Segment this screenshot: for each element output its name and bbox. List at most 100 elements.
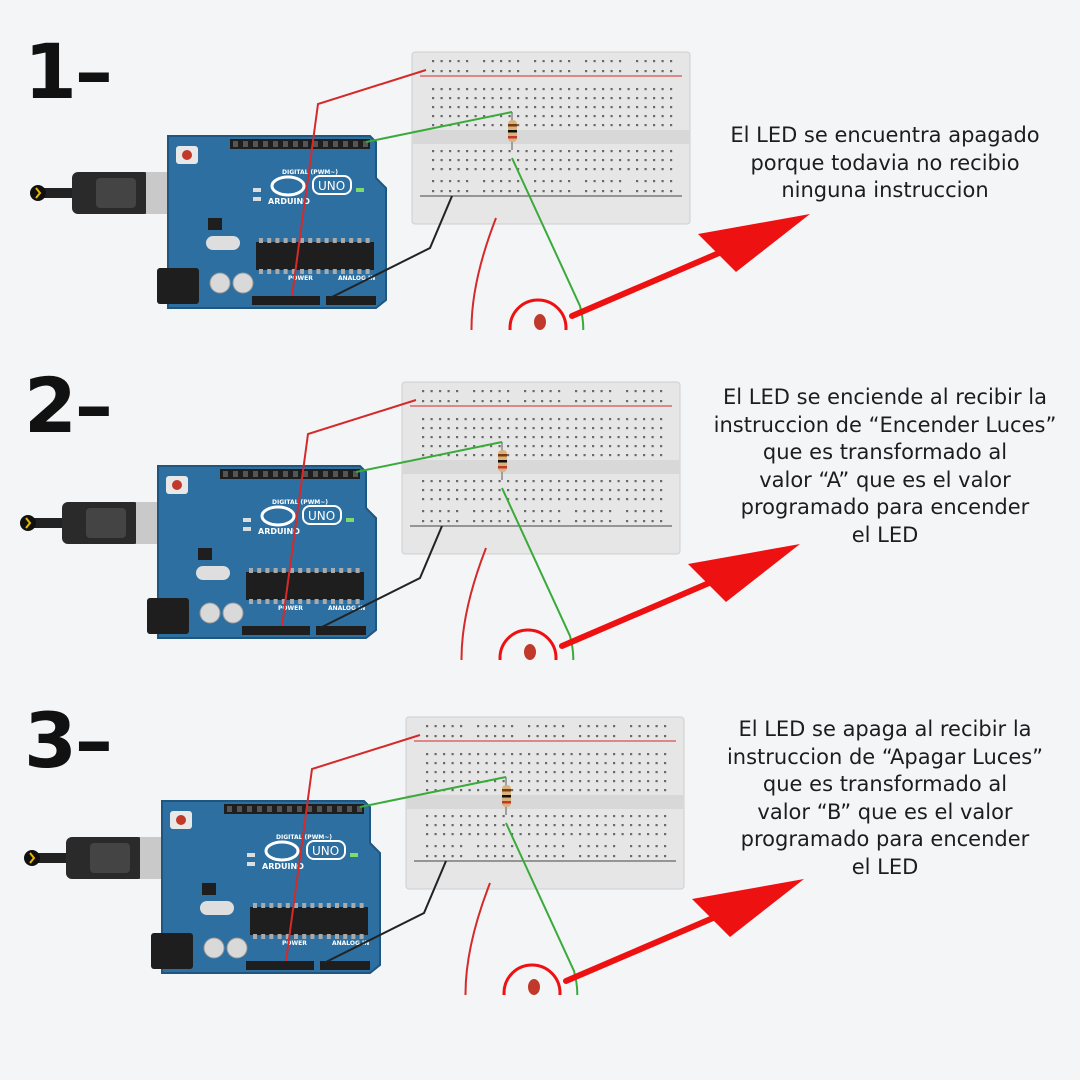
- hole: [447, 480, 450, 483]
- hole: [562, 725, 565, 728]
- hole: [660, 520, 663, 523]
- hole: [592, 390, 595, 393]
- hole: [541, 427, 544, 430]
- hole: [644, 106, 647, 109]
- hole: [602, 168, 605, 171]
- hole: [626, 400, 629, 403]
- hole: [439, 418, 442, 421]
- regulator: [202, 883, 216, 895]
- hole: [534, 60, 537, 63]
- hole: [585, 180, 588, 183]
- hole: [630, 753, 633, 756]
- hole: [576, 115, 579, 118]
- hole: [661, 88, 664, 91]
- hole: [575, 480, 578, 483]
- hole: [644, 88, 647, 91]
- resistor-band: [498, 460, 507, 463]
- hole: [636, 150, 639, 153]
- pointer-arrow: [563, 912, 723, 984]
- hole: [664, 753, 667, 756]
- chip-pin: [357, 238, 362, 243]
- hole: [585, 168, 588, 171]
- hole: [430, 510, 433, 513]
- hole: [570, 780, 573, 783]
- hole: [570, 753, 573, 756]
- hole: [549, 427, 552, 430]
- hole: [621, 815, 624, 818]
- hole: [610, 97, 613, 100]
- header-pin: [253, 141, 258, 147]
- hole: [653, 190, 656, 193]
- on-led: [350, 853, 358, 857]
- hole: [545, 753, 548, 756]
- uno-label: UNO: [318, 179, 345, 193]
- hole: [536, 725, 539, 728]
- header-pin: [347, 806, 352, 812]
- hole: [587, 789, 590, 792]
- hole: [524, 480, 527, 483]
- hole: [440, 190, 443, 193]
- hole: [551, 180, 554, 183]
- hole: [483, 70, 486, 73]
- header-pin: [283, 141, 288, 147]
- hole: [551, 70, 554, 73]
- led: [528, 979, 540, 995]
- hole: [517, 60, 520, 63]
- hole: [579, 780, 582, 783]
- hole: [630, 789, 633, 792]
- hole: [474, 168, 477, 171]
- chip-pin: [310, 903, 315, 908]
- hole: [449, 150, 452, 153]
- arduino-brand: ARDUINO: [262, 862, 304, 871]
- hole: [464, 418, 467, 421]
- hole: [549, 480, 552, 483]
- hole: [508, 97, 511, 100]
- hole: [626, 418, 629, 421]
- hole: [609, 454, 612, 457]
- hole: [630, 855, 633, 858]
- chip-pin: [349, 269, 354, 274]
- hole: [644, 168, 647, 171]
- hole: [525, 115, 528, 118]
- hole: [604, 855, 607, 858]
- hole: [525, 150, 528, 153]
- hole: [534, 159, 537, 162]
- hole: [651, 480, 654, 483]
- hole: [511, 855, 514, 858]
- hole: [439, 480, 442, 483]
- hole: [566, 427, 569, 430]
- hole: [647, 753, 650, 756]
- hole: [457, 150, 460, 153]
- black-wire: [319, 525, 443, 629]
- usb-connector-grip: [90, 843, 130, 873]
- chip-pin: [308, 238, 313, 243]
- hole: [627, 124, 630, 127]
- hole: [553, 789, 556, 792]
- hole: [643, 436, 646, 439]
- hole: [515, 427, 518, 430]
- hole: [638, 753, 641, 756]
- hole: [491, 88, 494, 91]
- hole: [647, 725, 650, 728]
- hole: [507, 480, 510, 483]
- header-pin: [353, 471, 358, 477]
- hole: [534, 70, 537, 73]
- hole: [447, 390, 450, 393]
- on-led: [346, 518, 354, 522]
- hole: [468, 824, 471, 827]
- hole: [443, 780, 446, 783]
- hole: [434, 780, 437, 783]
- hole: [655, 833, 658, 836]
- digital-label: DIGITAL (PWM~): [272, 499, 328, 506]
- hole: [551, 124, 554, 127]
- hole: [553, 833, 556, 836]
- hole: [485, 735, 488, 738]
- header-pin: [313, 471, 318, 477]
- hole: [593, 124, 596, 127]
- hole: [443, 845, 446, 848]
- hole: [466, 168, 469, 171]
- hole: [439, 400, 442, 403]
- hole: [570, 815, 573, 818]
- hole: [617, 418, 620, 421]
